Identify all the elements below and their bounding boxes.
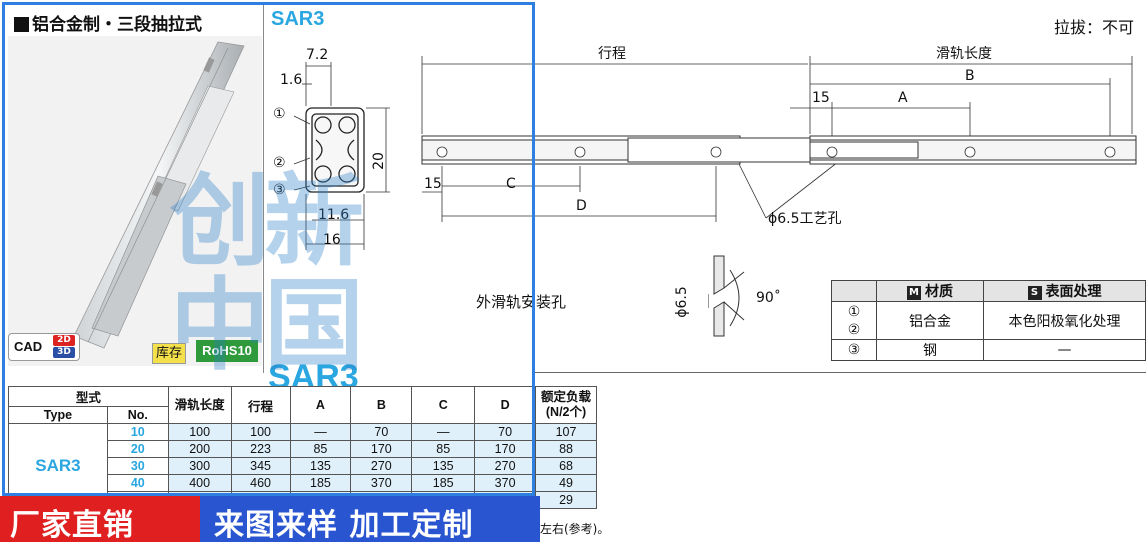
dim-16: 16 — [323, 232, 341, 248]
dim-b-label: B — [965, 68, 975, 84]
surface-header-text: 表面处理 — [1045, 284, 1102, 300]
csk-dia-label: ϕ6.5 — [673, 286, 690, 318]
table-row: 30 300 345 135 270 135 270 68 — [9, 457, 597, 475]
marker-3: ③ — [273, 182, 286, 198]
drawing-bottom-rule — [535, 372, 1146, 373]
spec-c: — — [411, 423, 476, 441]
materials-marker: ① ② — [831, 301, 877, 340]
spec-header-b: B — [350, 386, 413, 424]
dim-c-label: C — [506, 176, 516, 192]
spec-no: 20 — [106, 440, 169, 458]
dim-7-2: 7.2 — [306, 47, 329, 63]
spec-no: 10 — [106, 423, 169, 441]
outer-mount-holes-label: 外滑轨安装孔 — [476, 293, 567, 311]
materials-header-blank — [831, 280, 877, 302]
product-title: 铝合金制・三段抽拉式 — [14, 10, 202, 35]
spec-header-a: A — [289, 386, 352, 424]
cad-label: CAD — [14, 339, 43, 354]
stock-badge: 库存 — [152, 343, 187, 364]
materials-marker: ③ — [831, 339, 877, 361]
spec-load: 29 — [535, 491, 597, 509]
travel-label: 行程 — [598, 46, 626, 62]
promo-left-text: 厂家直销 — [10, 508, 134, 543]
csk-angle-label: 90˚ — [756, 290, 781, 306]
side-view-drawing — [421, 56, 1137, 222]
cad-badge[interactable]: CAD 2D 3D — [8, 333, 80, 361]
selection-frame — [2, 2, 535, 496]
marker-1: ① — [273, 106, 286, 122]
panel-divider — [263, 5, 264, 373]
table-row: 20 200 223 85 170 85 170 88 — [9, 440, 597, 458]
dim-1-6: 1.6 — [280, 72, 303, 88]
spec-b: 70 — [350, 423, 413, 441]
cross-section-drawing — [293, 62, 390, 250]
spec-travel: 223 — [230, 440, 291, 458]
load-header-unit: (N/2个) — [545, 405, 587, 419]
spec-d: 270 — [474, 457, 537, 475]
spec-load: 68 — [535, 457, 597, 475]
spec-c: 185 — [411, 474, 476, 492]
title-text: 铝合金制・三段抽拉式 — [32, 15, 202, 35]
cad-2d-badge[interactable]: 2D — [53, 335, 75, 346]
spec-header-type: Type — [8, 406, 108, 424]
materials-material: 铝合金 — [876, 301, 984, 340]
spec-b: 170 — [350, 440, 413, 458]
spec-load: 88 — [535, 440, 597, 458]
spec-header-d: D — [474, 386, 537, 424]
load-header-text: 额定负载 — [541, 390, 592, 404]
materials-header-material: M 材质 — [876, 280, 984, 302]
spec-travel: 100 — [230, 423, 291, 441]
material-header-text: 材质 — [925, 284, 953, 300]
dim-11-6: 11.6 — [318, 207, 350, 223]
spec-header-no: No. — [106, 406, 169, 424]
spec-a: 185 — [289, 474, 352, 492]
title-square-icon — [14, 17, 29, 32]
spec-b: 270 — [350, 457, 413, 475]
promo-banner: 厂家直销 来图来样 加工定制 — [0, 496, 540, 543]
dim-15-top: 15 — [812, 90, 830, 106]
product-photo — [73, 41, 245, 349]
pull-out-note: 拉拔：不可 — [1053, 18, 1134, 37]
spec-load: 107 — [535, 423, 597, 441]
table-row: 40 400 460 185 370 185 370 49 — [9, 474, 597, 492]
watermark: 创新中国 — [170, 163, 364, 384]
materials-material: 钢 — [876, 339, 984, 361]
spec-load: 49 — [535, 474, 597, 492]
dim-a-label: A — [898, 90, 908, 106]
spec-rail: 400 — [167, 474, 232, 492]
spec-header-model: 型式 — [8, 386, 169, 407]
spec-rail: 300 — [167, 457, 232, 475]
rohs-badge: RoHS10 — [196, 340, 258, 362]
spec-rail: 100 — [167, 423, 232, 441]
series-label: SAR3 — [271, 8, 325, 30]
dim-15-bottom: 15 — [424, 176, 442, 192]
spec-header-load: 额定负载(N/2个) — [535, 386, 597, 424]
spec-a: 135 — [289, 457, 352, 475]
materials-surface: — — [983, 339, 1146, 361]
spec-header-rail-length: 滑轨长度 — [167, 386, 232, 424]
cad-3d-badge[interactable]: 3D — [53, 347, 75, 358]
marker-2: ② — [273, 155, 286, 171]
materials-surface: 本色阳极氧化处理 — [983, 301, 1146, 340]
surface-tag-icon: S — [1027, 286, 1042, 300]
countersink-detail — [708, 255, 745, 337]
table-footnote: 左右(参考)。 — [540, 522, 610, 536]
promo-banner-red — [0, 496, 200, 542]
product-photo-panel — [8, 36, 262, 366]
dim-d-label: D — [576, 198, 587, 214]
promo-right-text: 来图来样 加工定制 — [214, 508, 474, 543]
rail-length-label: 滑轨长度 — [936, 46, 992, 62]
hole-note: ϕ6.5工艺孔 — [768, 211, 842, 227]
material-tag-icon: M — [907, 286, 921, 300]
spec-a: 85 — [289, 440, 352, 458]
